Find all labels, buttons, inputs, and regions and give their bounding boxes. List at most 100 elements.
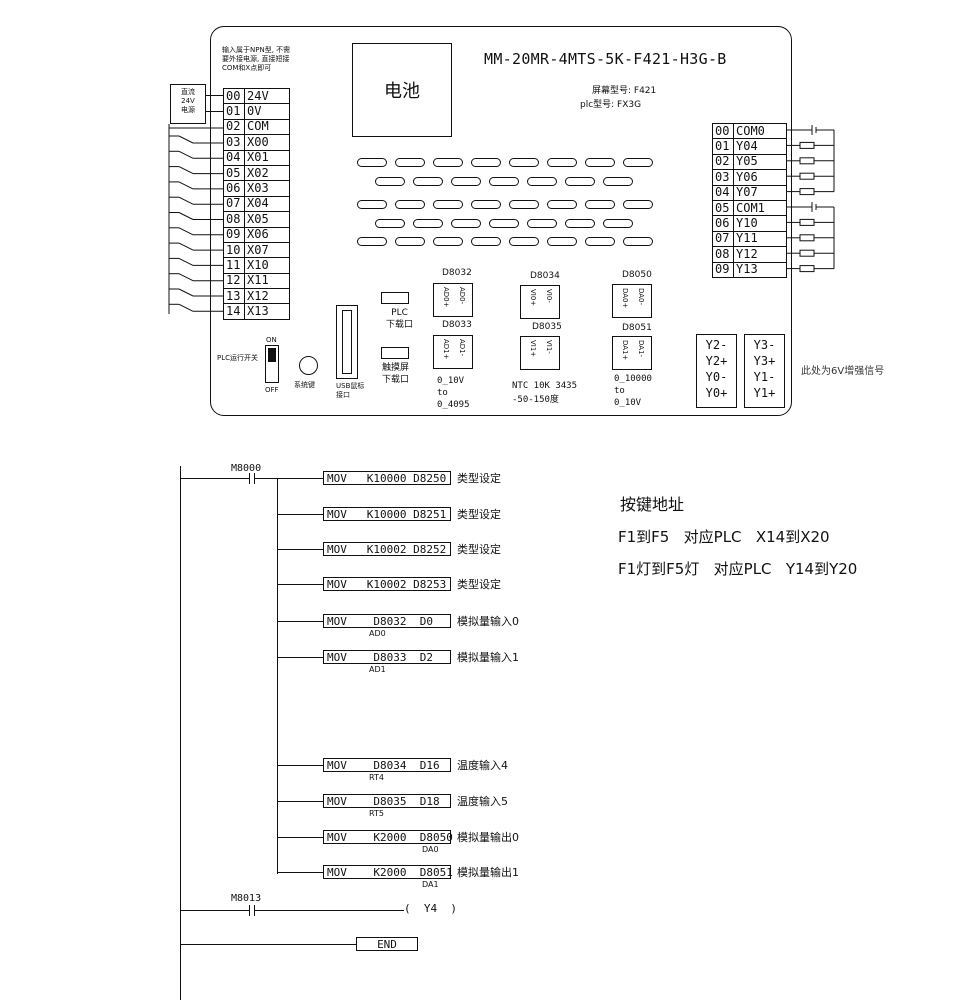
mov-instruction: MOV K10002 D8252 bbox=[323, 542, 451, 556]
rung-device-comment: DA0 bbox=[422, 845, 439, 854]
dc-24v-supply: 直流 24V 电源 bbox=[170, 84, 206, 124]
plc-run-switch bbox=[265, 345, 279, 383]
key-slot bbox=[471, 200, 501, 209]
terminal-label: X12 bbox=[244, 288, 290, 305]
key-slot bbox=[471, 158, 501, 167]
terminal-number: 10 bbox=[223, 241, 245, 259]
mov-instruction: MOV D8032 D0 bbox=[323, 614, 451, 628]
npn-note: 输入属于NPN型, 不需 要外接电源, 直接短接 COM和X点即可 bbox=[222, 46, 291, 72]
key-slot bbox=[565, 177, 595, 186]
rung-wire bbox=[278, 584, 323, 585]
rung-comment: 类型设定 bbox=[457, 543, 501, 556]
key-slot bbox=[433, 237, 463, 246]
key-slot bbox=[451, 219, 481, 228]
rung-comment: 类型设定 bbox=[457, 508, 501, 521]
rung-device-comment: AD0 bbox=[369, 629, 386, 638]
rung-comment: 模拟量输入0 bbox=[457, 615, 519, 628]
terminal-number: 06 bbox=[223, 180, 245, 197]
terminal-label: X06 bbox=[244, 226, 290, 243]
plc-run-switch-label: PLC运行开关 bbox=[217, 354, 259, 362]
key-slot bbox=[489, 219, 519, 228]
terminal-number: 03 bbox=[712, 169, 734, 186]
d8033-label: D8033 bbox=[442, 320, 472, 330]
key-slot bbox=[413, 219, 443, 228]
rung-comment: 模拟量输出0 bbox=[457, 831, 519, 844]
rung-comment: 类型设定 bbox=[457, 578, 501, 591]
branch-bus bbox=[277, 478, 278, 874]
terminal-number: 13 bbox=[223, 288, 245, 305]
key-slot bbox=[489, 177, 519, 186]
key-slot bbox=[623, 200, 653, 209]
input-switch-wiring bbox=[168, 124, 223, 314]
rung-wire bbox=[278, 872, 323, 873]
key-address-title: 按键地址 bbox=[620, 495, 685, 514]
dc-wire-top bbox=[206, 95, 223, 96]
terminal-label: Y11 bbox=[733, 230, 787, 248]
terminal-label: X05 bbox=[244, 211, 290, 228]
key-slot bbox=[433, 200, 463, 209]
mov-instruction: MOV D8035 D18 bbox=[323, 794, 451, 808]
terminal-label: X10 bbox=[244, 257, 290, 274]
terminal-number: 09 bbox=[712, 261, 734, 278]
terminal-label: Y07 bbox=[733, 184, 787, 201]
left-power-rail bbox=[180, 466, 181, 1000]
da0-terminal: DA0+DA0- bbox=[612, 284, 652, 318]
rung-wire bbox=[278, 621, 323, 622]
terminal-number: 14 bbox=[223, 303, 245, 320]
battery-block: 电池 bbox=[352, 43, 452, 137]
terminal-label: COM bbox=[244, 118, 290, 136]
terminal-number: 07 bbox=[223, 195, 245, 213]
key-slot bbox=[527, 177, 557, 186]
six-volt-note: 此处为6V增强信号 bbox=[801, 366, 885, 377]
mov-instruction: MOV K2000 D8051 bbox=[323, 865, 453, 879]
m8000-label: M8000 bbox=[231, 463, 262, 474]
terminal-label: Y13 bbox=[733, 261, 787, 278]
key-slot bbox=[375, 177, 405, 186]
rung-device-comment: RT4 bbox=[369, 773, 384, 782]
rung-device-comment: DA1 bbox=[422, 880, 439, 889]
terminal-label: X03 bbox=[244, 180, 290, 197]
mov-instruction: MOV D8033 D2 bbox=[323, 650, 451, 664]
terminal-number: 04 bbox=[712, 184, 734, 201]
key-slot bbox=[471, 237, 501, 246]
vi0-terminal: VI0+VI0- bbox=[520, 285, 560, 319]
terminal-label: X11 bbox=[244, 272, 290, 290]
d8032-label: D8032 bbox=[442, 268, 472, 278]
terminal-label: Y06 bbox=[733, 169, 787, 186]
key-slot bbox=[509, 237, 539, 246]
board-model-title: MM-20MR-4MTS-5K-F421-H3G-B bbox=[484, 50, 727, 68]
terminal-number: 01 bbox=[223, 103, 245, 120]
switch-on-label: ON bbox=[266, 336, 277, 344]
rung-wire bbox=[278, 765, 323, 766]
terminal-label: 24V bbox=[244, 87, 290, 105]
mov-instruction: MOV K10002 D8253 bbox=[323, 577, 451, 591]
key-slot bbox=[509, 158, 539, 167]
mov-instruction: MOV K2000 D8050 bbox=[323, 830, 453, 844]
touch-download-label: 触摸屏下载口 bbox=[382, 363, 410, 385]
terminal-number: 00 bbox=[223, 87, 245, 105]
key-slot bbox=[547, 200, 577, 209]
rung-comment: 温度输入5 bbox=[457, 795, 508, 808]
mov-instruction: MOV K10000 D8250 bbox=[323, 471, 451, 485]
rung-comment: 模拟量输出1 bbox=[457, 866, 519, 879]
terminal-number: 04 bbox=[223, 149, 245, 166]
d8034-label: D8034 bbox=[530, 271, 560, 281]
terminal-number: 12 bbox=[223, 272, 245, 290]
rung-wire bbox=[278, 657, 323, 658]
y1-y3-output-box: Y3-Y3+Y1-Y1+ bbox=[744, 334, 785, 408]
